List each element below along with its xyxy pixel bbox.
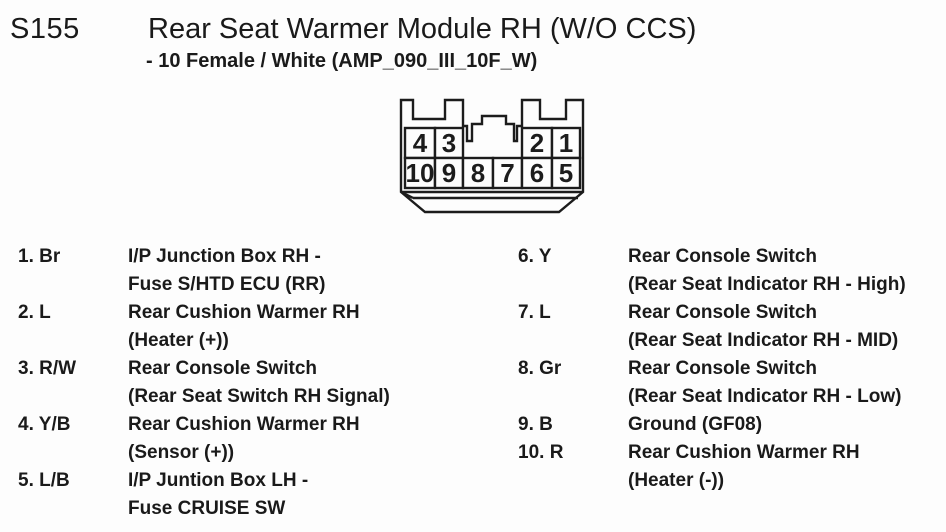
pin-description: Rear Console Switch (Rear Seat Indicator… bbox=[628, 299, 898, 355]
pin-label: 7. L bbox=[518, 302, 551, 323]
pin-description: I/P Junction Box RH - Fuse S/HTD ECU (RR… bbox=[128, 243, 325, 299]
pin-desc-line: Ground (GF08) bbox=[628, 414, 763, 435]
pin-desc-line: Rear Console Switch bbox=[628, 358, 817, 379]
pin-desc-line: Fuse S/HTD ECU (RR) bbox=[128, 274, 326, 295]
pin-description: Ground (GF08) bbox=[628, 411, 762, 439]
pin-desc-line: (Heater (-)) bbox=[628, 470, 725, 491]
pin-desc-line: (Rear Seat Indicator RH - High) bbox=[628, 274, 906, 295]
pin-label: 5. L/B bbox=[18, 470, 70, 491]
connector-base-chamfer bbox=[402, 191, 414, 200]
pin-cell-4 bbox=[403, 126, 437, 160]
pin-entry-3: 3. R/W Rear Console Switch (Rear Seat Sw… bbox=[18, 355, 468, 411]
pin-number-1: 1 bbox=[559, 128, 573, 158]
pin-desc-line: Rear Console Switch bbox=[628, 246, 817, 267]
pin-list-right: 6. Y Rear Console Switch (Rear Seat Indi… bbox=[518, 243, 938, 495]
pin-description: Rear Console Switch (Rear Seat Indicator… bbox=[628, 243, 906, 299]
pin-number-7: 7 bbox=[500, 158, 514, 188]
pin-label: 10. R bbox=[518, 442, 564, 463]
pin-desc-line: Rear Console Switch bbox=[628, 302, 817, 323]
pin-number-8: 8 bbox=[471, 158, 485, 188]
pin-label: 8. Gr bbox=[518, 358, 562, 379]
page-subtitle: - 10 Female / White (AMP_090_III_10F_W) bbox=[146, 50, 538, 72]
connector-housing-outline bbox=[399, 98, 585, 214]
pin-cell-5 bbox=[550, 156, 582, 190]
pin-number-4: 4 bbox=[413, 128, 428, 158]
pin-label: 2. L bbox=[18, 302, 51, 323]
pin-description: I/P Juntion Box LH - Fuse CRUISE SW bbox=[128, 467, 308, 523]
pin-description: Rear Console Switch (Rear Seat Indicator… bbox=[628, 355, 901, 411]
connector-diagram: 4 3 2 1 10 9 8 7 6 5 bbox=[399, 98, 585, 214]
pin-entry-9: 9. B Ground (GF08) bbox=[518, 411, 938, 439]
pin-number-10: 10 bbox=[406, 158, 435, 188]
pin-description: Rear Cushion Warmer RH (Sensor (+)) bbox=[128, 411, 360, 467]
pin-description: Rear Cushion Warmer RH (Heater (+)) bbox=[128, 299, 360, 355]
page-title: Rear Seat Warmer Module RH (W/O CCS) bbox=[148, 13, 697, 45]
pin-desc-line: I/P Juntion Box LH - bbox=[128, 470, 309, 491]
pin-desc-line: (Rear Seat Indicator RH - MID) bbox=[628, 330, 899, 351]
pin-entry-10: 10. R Rear Cushion Warmer RH (Heater (-)… bbox=[518, 439, 938, 495]
pin-label: 3. R/W bbox=[18, 358, 77, 379]
pin-number-5: 5 bbox=[559, 158, 573, 188]
pin-label: 9. B bbox=[518, 414, 553, 435]
pin-entry-6: 6. Y Rear Console Switch (Rear Seat Indi… bbox=[518, 243, 938, 299]
pin-number-3: 3 bbox=[442, 128, 456, 158]
pin-entry-8: 8. Gr Rear Console Switch (Rear Seat Ind… bbox=[518, 355, 938, 411]
pin-desc-line: Rear Cushion Warmer RH bbox=[128, 302, 360, 323]
pin-label: 1. Br bbox=[18, 246, 61, 267]
pin-number-2: 2 bbox=[530, 128, 544, 158]
pin-description: Rear Cushion Warmer RH (Heater (-)) bbox=[628, 439, 860, 495]
pin-label: 6. Y bbox=[518, 246, 552, 267]
pin-entry-5: 5. L/B I/P Juntion Box LH - Fuse CRUISE … bbox=[18, 467, 468, 523]
pin-list-left: 1. Br I/P Junction Box RH - Fuse S/HTD E… bbox=[18, 243, 468, 523]
pin-desc-line: Rear Cushion Warmer RH bbox=[128, 414, 360, 435]
pin-desc-line: Rear Cushion Warmer RH bbox=[628, 442, 860, 463]
pin-number-9: 9 bbox=[442, 158, 456, 188]
pin-entry-7: 7. L Rear Console Switch (Rear Seat Indi… bbox=[518, 299, 938, 355]
pin-desc-line: (Rear Seat Switch RH Signal) bbox=[128, 386, 390, 407]
pin-cell-9 bbox=[433, 156, 465, 190]
pin-entry-2: 2. L Rear Cushion Warmer RH (Heater (+)) bbox=[18, 299, 468, 355]
pin-desc-line: (Sensor (+)) bbox=[128, 442, 235, 463]
connector-id: S155 bbox=[10, 13, 80, 45]
pin-desc-line: Rear Console Switch bbox=[128, 358, 317, 379]
pin-description: Rear Console Switch (Rear Seat Switch RH… bbox=[128, 355, 390, 411]
pin-desc-line: I/P Junction Box RH - bbox=[128, 246, 321, 267]
pin-entry-1: 1. Br I/P Junction Box RH - Fuse S/HTD E… bbox=[18, 243, 468, 299]
pin-desc-line: Fuse CRUISE SW bbox=[128, 498, 286, 519]
pin-number-6: 6 bbox=[530, 158, 544, 188]
pin-desc-line: (Rear Seat Indicator RH - Low) bbox=[628, 386, 902, 407]
pin-label: 4. Y/B bbox=[18, 414, 71, 435]
pin-desc-line: (Heater (+)) bbox=[128, 330, 229, 351]
pin-entry-4: 4. Y/B Rear Cushion Warmer RH (Sensor (+… bbox=[18, 411, 468, 467]
